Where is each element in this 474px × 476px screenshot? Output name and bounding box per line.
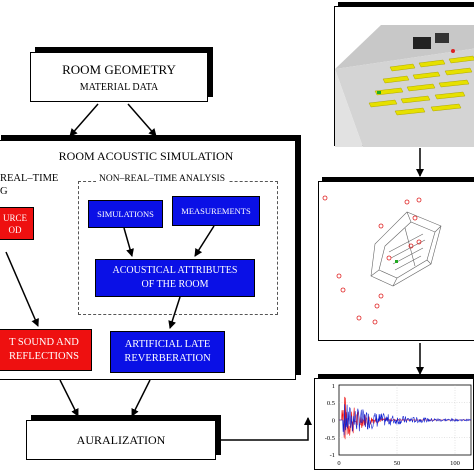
attributes-line1: ACOUSTICAL ATTRIBUTES <box>112 265 238 276</box>
y-tick-1: 1 <box>332 383 335 390</box>
y-tick-0: 0 <box>332 418 335 425</box>
attributes-line2: OF THE ROOM <box>141 279 209 290</box>
measurements-box: MEASUREMENTS <box>172 196 260 226</box>
measurements-label: MEASUREMENTS <box>181 206 251 216</box>
room-geometry-box: ROOM GEOMETRY MATERIAL DATA <box>30 52 208 102</box>
x-tick-0: 0 <box>337 460 340 467</box>
nonrealtime-label: NON–REAL–TIME ANALYSIS <box>96 174 228 184</box>
late-line1: ARTIFICIAL LATE <box>124 339 211 350</box>
impulse-response-panel: 1 0.5 0 -0.5 -1 0 50 100 <box>314 378 474 470</box>
wireframe-panel <box>318 181 474 341</box>
simulations-box: SIMULATIONS <box>88 200 163 228</box>
y-tick-0-5: 0.5 <box>327 400 335 407</box>
acoustical-attributes-box: ACOUSTICAL ATTRIBUTES OF THE ROOM <box>95 259 255 297</box>
simulations-label: SIMULATIONS <box>97 209 154 219</box>
y-tick-neg-1: -1 <box>330 452 335 459</box>
room-geometry-title: ROOM GEOMETRY <box>62 61 176 77</box>
auralization-box: AURALIZATION <box>26 420 216 460</box>
simulation-title: ROOM ACOUSTIC SIMULATION <box>58 149 234 163</box>
y-tick-neg-0-5: -0.5 <box>325 435 335 442</box>
direct-line2: REFLECTIONS <box>8 351 79 362</box>
direct-line1: T SOUND AND <box>9 337 79 348</box>
auralization-label: AURALIZATION <box>76 432 166 447</box>
impulse-response-plot: 1 0.5 0 -0.5 -1 0 50 100 <box>325 383 472 467</box>
realtime-label-line1: REAL–TIME <box>0 173 59 184</box>
series-blue-line <box>339 404 471 436</box>
room-3d-render <box>335 25 474 147</box>
source-box-line1: URCE <box>2 212 27 223</box>
room-3d-panel <box>334 6 474 147</box>
x-tick-50: 50 <box>394 460 401 467</box>
source-box-line2: OD <box>8 224 22 235</box>
realtime-label: REAL–TIME G <box>0 172 58 198</box>
material-data-label: MATERIAL DATA <box>79 81 159 93</box>
direct-sound-box: T SOUND AND REFLECTIONS <box>0 329 92 371</box>
late-line2: REVERBERATION <box>124 353 211 364</box>
source-method-box: URCE OD <box>0 207 34 240</box>
late-reverberation-box: ARTIFICIAL LATE REVERBERATION <box>110 331 225 373</box>
wireframe-render <box>322 195 442 325</box>
x-tick-100: 100 <box>450 460 460 467</box>
realtime-label-line2: G <box>0 186 8 197</box>
